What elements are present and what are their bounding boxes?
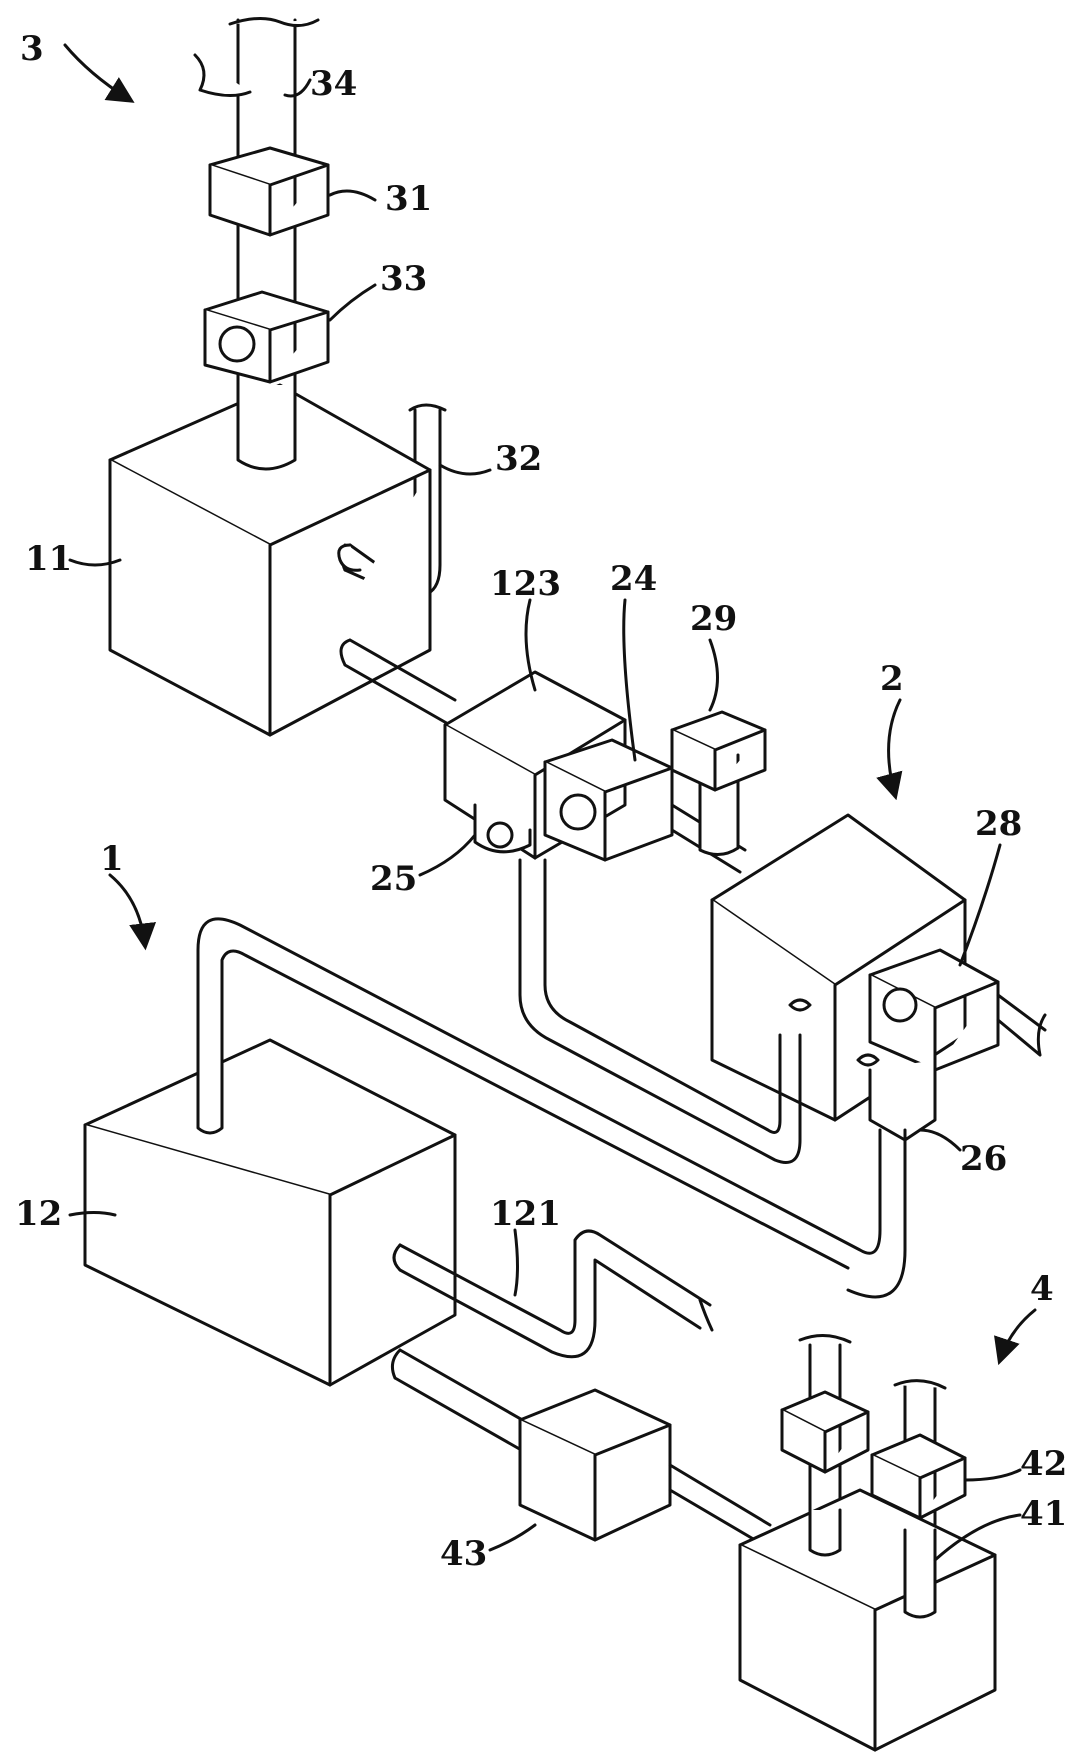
- reference-labels: 3 34 31 33 32 11 123 24 29 2 28 25 1 26 …: [15, 29, 1067, 1574]
- label-24: 24: [610, 559, 657, 599]
- part-43: [518, 1388, 672, 1542]
- pipe-34-lower: [236, 383, 297, 471]
- label-42: 42: [1020, 1444, 1067, 1484]
- part-28: [868, 948, 1000, 1072]
- leader-32: [438, 463, 492, 476]
- label-11: 11: [25, 539, 72, 579]
- pipe-121-outer: [398, 1229, 712, 1335]
- pipe-32-inlet: [337, 543, 362, 572]
- pipe-12-26-outer: [196, 917, 882, 1255]
- label-31: 31: [385, 179, 432, 219]
- label-43: 43: [440, 1534, 487, 1574]
- leader-42: [963, 1468, 1022, 1482]
- box-2-mark-b: [856, 1053, 880, 1067]
- label-121: 121: [490, 1194, 561, 1234]
- leader-33: [328, 283, 377, 322]
- pipe-123-loop-inner: [543, 858, 782, 1134]
- part-24: [543, 738, 674, 862]
- label-system-4: 4: [1030, 1269, 1054, 1309]
- label-system-1: 1: [100, 839, 124, 879]
- leader-12: [68, 1211, 117, 1217]
- fitting-4a: [780, 1390, 870, 1474]
- leader-28: [958, 843, 1002, 967]
- pipe-121-end: [392, 1243, 402, 1272]
- arrow-system-1: [108, 873, 157, 951]
- label-34: 34: [310, 64, 357, 104]
- pipe-12-26-inner-b: [846, 1128, 907, 1299]
- pipe-43-4: [668, 1463, 772, 1542]
- leader-31: [328, 189, 377, 202]
- label-29: 29: [690, 599, 737, 639]
- box-4: [738, 1488, 997, 1752]
- leader-24: [622, 598, 637, 762]
- pipe-11-123: [339, 638, 457, 727]
- leader-121: [513, 1228, 519, 1297]
- pipe-123-loop-outer: [518, 858, 802, 1164]
- leader-41: [933, 1513, 1022, 1562]
- fitting-33: [203, 290, 330, 384]
- part-26: [868, 1058, 937, 1142]
- pipe-121-inner: [398, 1258, 702, 1359]
- leader-43: [488, 1523, 537, 1552]
- pipe-12-43: [390, 1348, 542, 1457]
- box-12: [83, 1038, 457, 1387]
- pipe-41-lower: [903, 1528, 937, 1619]
- label-12: 12: [15, 1194, 62, 1234]
- label-123: 123: [490, 564, 561, 604]
- pipe-12-26-inner-a: [220, 949, 850, 1270]
- arrow-system-4: [994, 1308, 1037, 1366]
- port-25: [473, 803, 532, 854]
- pipe-4a-lower: [808, 1508, 842, 1557]
- pipe-12-riser: [196, 1038, 224, 1135]
- fitting-42: [870, 1433, 967, 1520]
- leader-29: [708, 638, 719, 712]
- leader-34: [283, 78, 312, 98]
- leader-25: [418, 833, 477, 877]
- label-system-3: 3: [20, 29, 44, 69]
- label-26: 26: [960, 1139, 1007, 1179]
- arrow-system-3: [63, 43, 135, 103]
- arrow-system-2: [876, 698, 903, 801]
- label-system-2: 2: [880, 659, 904, 699]
- box-2-mark-a: [788, 998, 812, 1012]
- pipe-28-out: [996, 993, 1047, 1057]
- label-32: 32: [495, 439, 542, 479]
- pipe-121-break: [698, 1298, 714, 1332]
- label-25: 25: [370, 859, 417, 899]
- label-33: 33: [380, 259, 427, 299]
- leader-123: [524, 598, 537, 692]
- leader-11: [68, 558, 122, 567]
- label-41: 41: [1020, 1494, 1067, 1534]
- leader-26: [918, 1128, 962, 1152]
- part-29: [670, 710, 767, 856]
- fitting-31: [208, 146, 330, 237]
- label-28: 28: [975, 804, 1022, 844]
